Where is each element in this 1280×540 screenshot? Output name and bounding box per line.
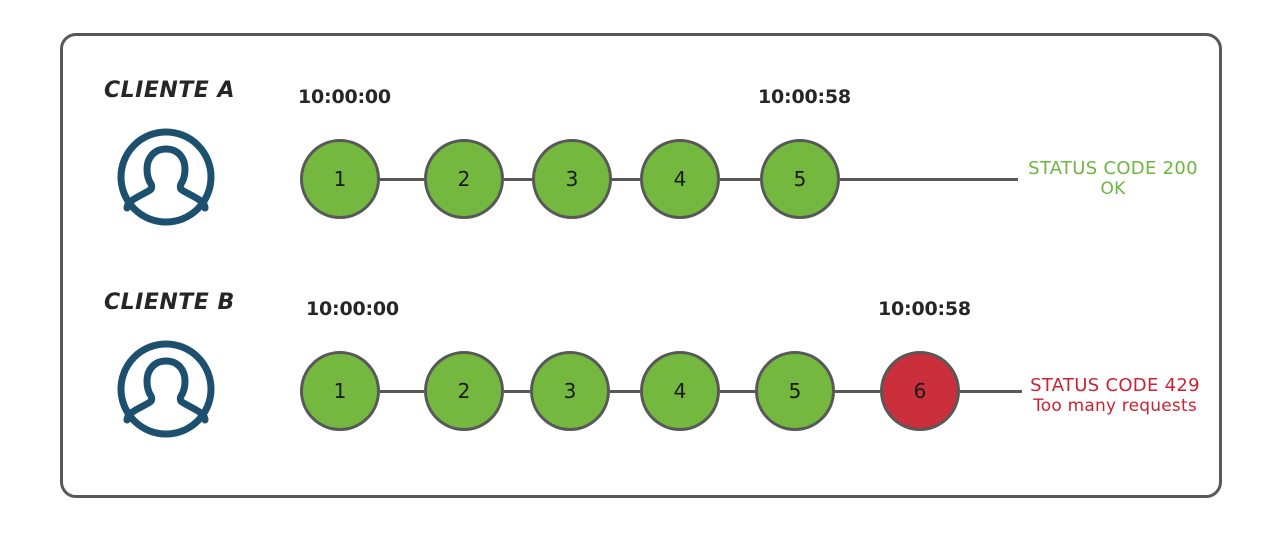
client-b-label: CLIENTE B — [104, 290, 235, 315]
status-code-line: STATUS CODE 429 — [1030, 375, 1200, 396]
client-b-timestamp-end: 10:00:58 — [878, 298, 971, 320]
status-message-line: OK — [1100, 179, 1126, 200]
client-a-timestamp-end: 10:00:58 — [758, 86, 851, 108]
client-b-timestamp-start: 10:00:00 — [306, 298, 399, 320]
person-avatar-icon — [115, 338, 217, 440]
status-code-line: STATUS CODE 200 — [1028, 158, 1198, 179]
client-a-status-badge: STATUS CODE 200 OK — [1018, 158, 1208, 199]
person-avatar-icon — [115, 126, 217, 228]
client-a-label: CLIENTE A — [104, 78, 236, 103]
client-a-timestamp-start: 10:00:00 — [298, 86, 391, 108]
status-message-line: Too many requests — [1033, 396, 1197, 417]
client-b-status-badge: STATUS CODE 429 Too many requests — [1020, 375, 1210, 416]
